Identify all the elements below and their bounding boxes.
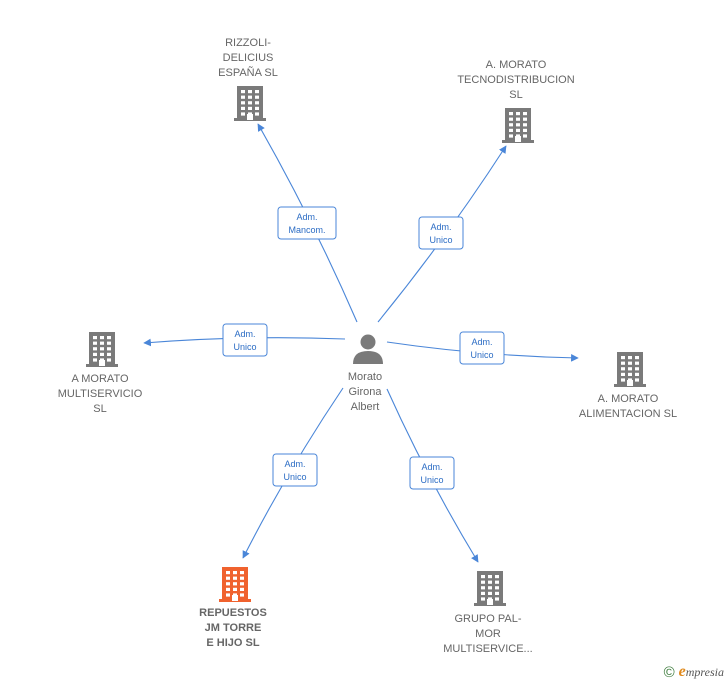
company-label-alimentacion-line: A. MORATO bbox=[598, 393, 659, 405]
relation-badge-palmor[interactable]: Adm.Unico bbox=[409, 456, 455, 490]
company-label-repuestos-line: E HIJO SL bbox=[206, 637, 259, 649]
relation-text: Adm.Unico bbox=[420, 462, 443, 485]
company-label-multiservicio[interactable]: A MORATO MULTISERVICIO SL bbox=[58, 373, 143, 415]
copyright-icon: © bbox=[663, 663, 675, 681]
relation-text: Adm.Unico bbox=[233, 329, 256, 352]
company-label-palmor[interactable]: GRUPO PAL- MOR MULTISERVICE... bbox=[443, 613, 532, 655]
relation-badge-tecnodistribucion[interactable]: Adm.Unico bbox=[418, 216, 464, 250]
relation-text: Adm.Unico bbox=[470, 337, 493, 360]
building-icon-alimentacion[interactable] bbox=[614, 352, 646, 387]
company-label-tecnodistribucion[interactable]: A. MORATO TECNODISTRIBUCION SL bbox=[457, 59, 574, 101]
building-icon-tecnodistribucion[interactable] bbox=[502, 108, 534, 143]
building-icon-multiservicio[interactable] bbox=[86, 332, 118, 367]
company-label-palmor-line: MULTISERVICE... bbox=[443, 643, 532, 655]
company-label-multiservicio-line: MULTISERVICIO bbox=[58, 388, 143, 400]
relation-text: Adm.Mancom. bbox=[288, 212, 325, 235]
company-label-repuestos[interactable]: REPUESTOS JM TORRE E HIJO SL bbox=[199, 607, 267, 649]
company-label-palmor-line: MOR bbox=[475, 628, 501, 640]
relation-text: Adm.Unico bbox=[283, 459, 306, 482]
company-label-alimentacion-line: ALIMENTACION SL bbox=[579, 408, 677, 420]
building-icon-repuestos[interactable] bbox=[219, 567, 251, 602]
company-label-tecnodistribucion-line: A. MORATO bbox=[486, 59, 547, 71]
company-label-rizzoli-line: RIZZOLI- bbox=[225, 37, 271, 49]
person-name-label-line: Albert bbox=[351, 401, 380, 413]
company-label-tecnodistribucion-line: SL bbox=[509, 89, 522, 101]
company-label-palmor-line: GRUPO PAL- bbox=[454, 613, 521, 625]
company-label-tecnodistribucion-line: TECNODISTRIBUCION bbox=[457, 74, 574, 86]
relation-badge-multiservicio[interactable]: Adm.Unico bbox=[222, 323, 268, 357]
brand-logo-initial: e bbox=[678, 663, 686, 680]
company-label-multiservicio-line: A MORATO bbox=[71, 373, 128, 385]
company-label-rizzoli-line: ESPAÑA SL bbox=[218, 66, 278, 79]
building-icon-rizzoli[interactable] bbox=[234, 86, 266, 121]
company-label-multiservicio-line: SL bbox=[93, 403, 106, 415]
relation-badge-rizzoli[interactable]: Adm.Mancom. bbox=[277, 206, 337, 240]
brand-logo-text: mpresia bbox=[685, 665, 724, 679]
person-name-label-line: Morato bbox=[348, 371, 382, 383]
company-label-rizzoli[interactable]: RIZZOLI- DELICIUS ESPAÑA SL bbox=[218, 37, 278, 79]
company-label-alimentacion[interactable]: A. MORATO ALIMENTACION SL bbox=[579, 393, 677, 420]
person-icon[interactable] bbox=[353, 334, 383, 365]
company-label-repuestos-line: REPUESTOS bbox=[199, 607, 267, 619]
relation-badge-repuestos[interactable]: Adm.Unico bbox=[272, 453, 318, 487]
relation-text: Adm.Unico bbox=[429, 222, 452, 245]
person-name-label-line: Girona bbox=[348, 386, 382, 398]
relation-badge-alimentacion[interactable]: Adm.Unico bbox=[459, 331, 505, 365]
building-icon-palmor[interactable] bbox=[474, 571, 506, 606]
footer-brand: © empresia bbox=[664, 663, 724, 681]
company-label-repuestos-line: JM TORRE bbox=[205, 622, 262, 634]
company-label-rizzoli-line: DELICIUS bbox=[223, 52, 274, 64]
